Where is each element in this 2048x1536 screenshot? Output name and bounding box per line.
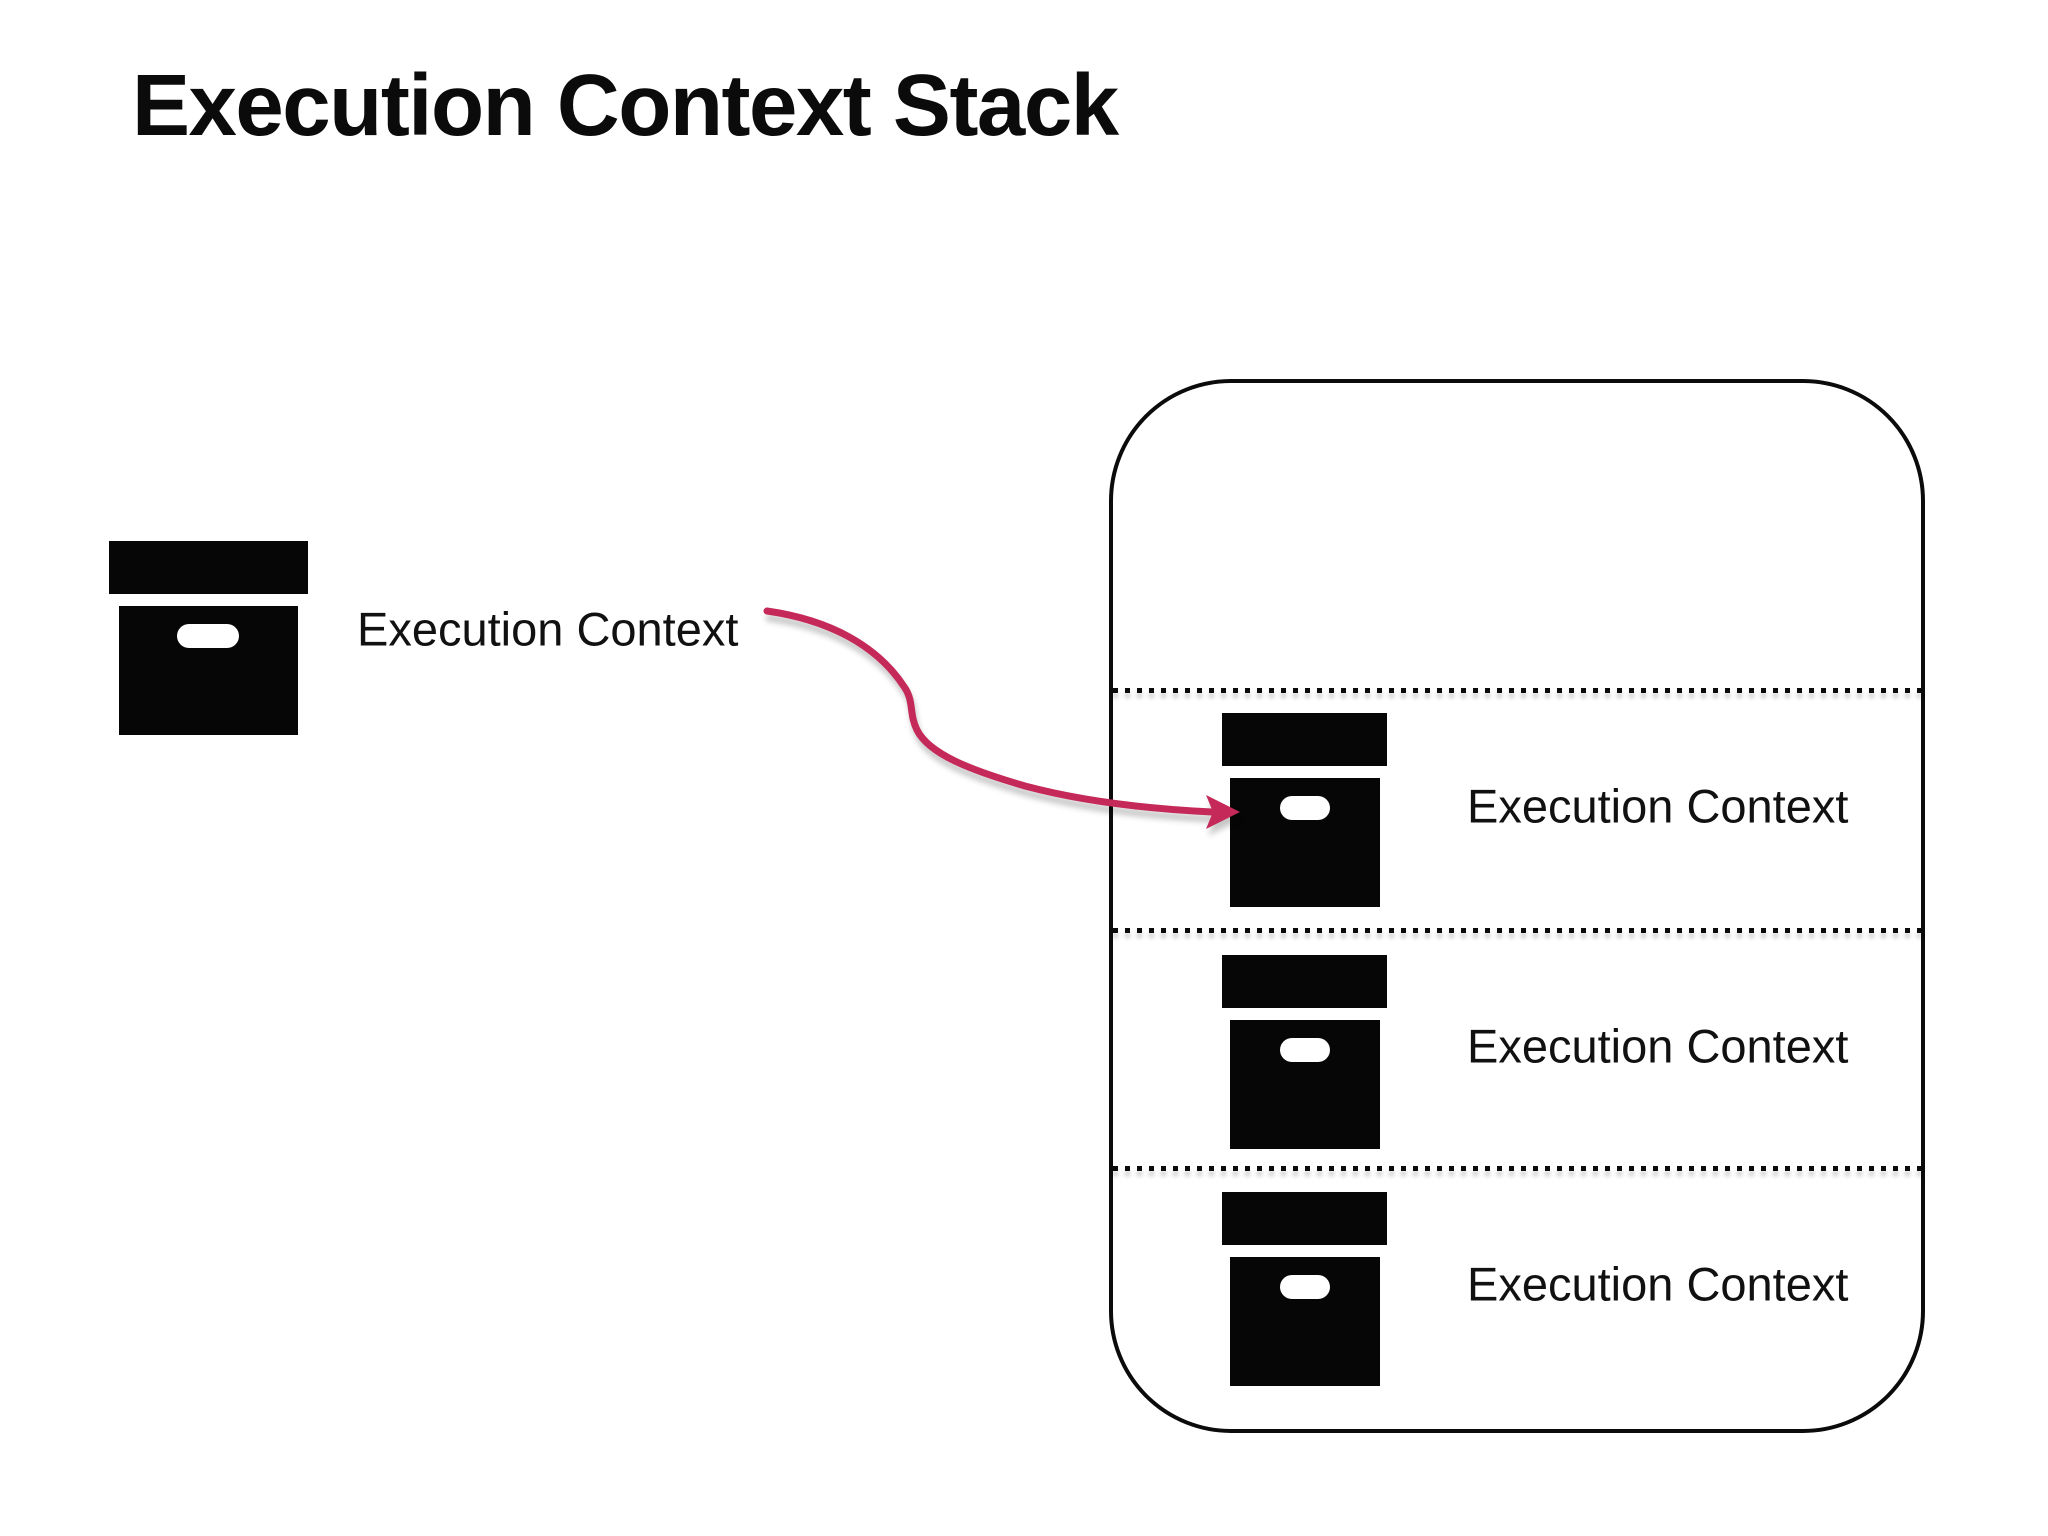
box-handle-slot <box>177 624 239 648</box>
stack-divider-dotted-line <box>1113 688 1921 693</box>
box-body <box>1230 1020 1380 1149</box>
legend-label: Execution Context <box>357 602 739 656</box>
execution-context-stack-container <box>1109 379 1925 1433</box>
archive-box-icon <box>1222 1192 1387 1386</box>
stack-row-label: Execution Context <box>1467 779 1849 833</box>
box-body <box>1230 1257 1380 1386</box>
box-lid <box>1222 955 1387 1008</box>
stack-row-label: Execution Context <box>1467 1019 1849 1073</box>
box-body <box>119 606 298 735</box>
box-handle-slot <box>1280 796 1330 820</box>
box-handle-slot <box>1280 1038 1330 1062</box>
archive-box-icon <box>1222 955 1387 1149</box>
box-lid <box>109 541 308 594</box>
stack-divider-dotted-line <box>1113 928 1921 933</box>
stack-divider-dotted-line <box>1113 1166 1921 1171</box>
box-handle-slot <box>1280 1275 1330 1299</box>
stack-row-label: Execution Context <box>1467 1257 1849 1311</box>
archive-box-icon <box>109 541 308 735</box>
box-body <box>1230 778 1380 907</box>
box-lid <box>1222 713 1387 766</box>
box-lid <box>1222 1192 1387 1245</box>
archive-box-icon <box>1222 713 1387 907</box>
page-title: Execution Context Stack <box>132 57 1119 154</box>
